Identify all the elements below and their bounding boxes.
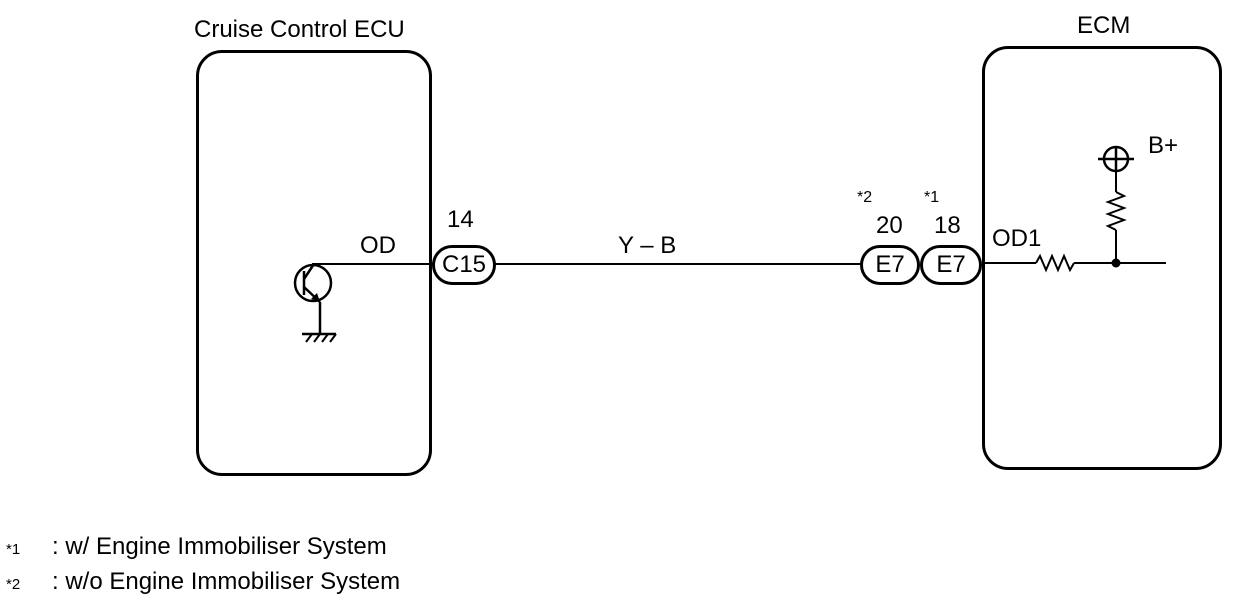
ecm-input-circuit [984,145,1166,273]
pullup-resistor-icon [1105,191,1127,231]
pin-14-label: 14 [447,206,474,233]
terminal-od1-label: OD1 [992,225,1042,252]
ecm-title: ECM [1077,12,1131,39]
mark-star-1: *1 [924,189,940,206]
connector-e7-label: E7 [875,251,905,278]
mark-star-2: *2 [857,189,873,206]
footnote-text-1: : w/ Engine Immobiliser System [52,533,387,560]
terminal-od-label: OD [360,232,396,259]
ecm-box [982,46,1222,470]
ground-icon [302,332,337,343]
pin-18-label: 18 [934,212,961,239]
footnote-text-2: : w/o Engine Immobiliser System [52,568,401,595]
supply-b-plus-label: B+ [1148,132,1179,159]
wire-color-label: Y – B [618,232,677,259]
pin-20-label: 20 [876,212,903,239]
connector-c15-label: C15 [441,251,487,278]
connector-e7-wo-immobiliser: E7 [860,245,920,285]
series-resistor-icon [1035,253,1075,273]
cruise-control-ecu-title: Cruise Control ECU [194,16,405,43]
connector-e7-w-immobiliser: E7 [920,245,982,285]
footnote-mark-2: *2 [6,576,21,593]
supply-terminal-icon [1098,145,1134,173]
connector-c15: C15 [432,245,496,285]
transistor-icon [293,263,333,334]
connector-e7-label: E7 [936,251,966,278]
footnote-mark-1: *1 [6,541,21,558]
